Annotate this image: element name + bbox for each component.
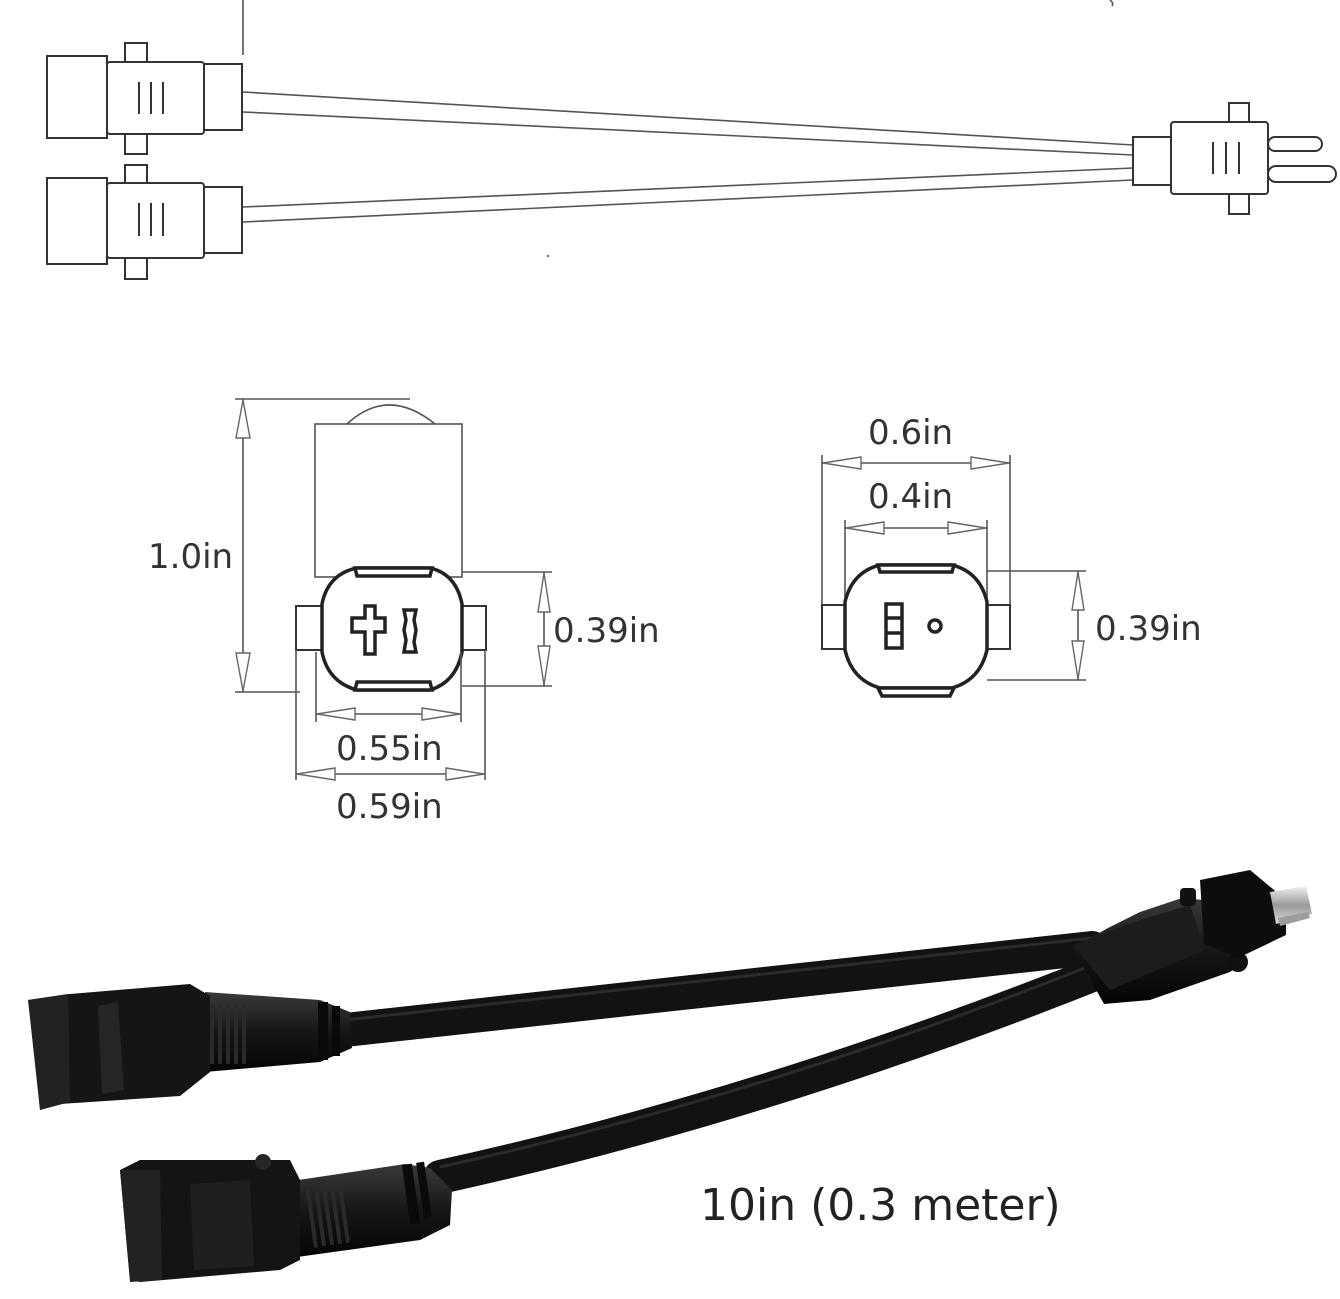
male-face-height-label: 0.39in	[1095, 609, 1202, 649]
female-height-label: 1.0in	[148, 537, 233, 577]
cable	[328, 931, 1109, 1047]
male-outer-width-label: 0.6in	[868, 413, 953, 453]
male-plug	[1073, 870, 1312, 1004]
female-plug	[120, 1154, 452, 1282]
female-inner-width-label: 0.55in	[336, 729, 443, 769]
splitter-wires	[242, 91, 1134, 223]
female-connector-drawing	[46, 164, 243, 280]
male-inner-width-label: 0.4in	[868, 477, 953, 517]
product-photo	[28, 870, 1312, 1282]
cable-length-caption: 10in (0.3 meter)	[700, 1180, 1061, 1231]
female-face-height-label: 0.39in	[553, 611, 660, 651]
female-dimension-drawing: 1.0in 0.39in 0.55in 0.59in	[148, 398, 660, 827]
splitter-line-drawing	[46, 0, 1337, 280]
male-connector-drawing	[1132, 102, 1337, 215]
cable	[423, 953, 1122, 1194]
female-connector-drawing	[46, 42, 243, 155]
dimension-tick	[1109, 0, 1114, 7]
female-outer-width-label: 0.59in	[336, 787, 443, 827]
male-dimension-drawing: 0.6in 0.4in 0.39in	[821, 413, 1202, 698]
female-plug	[28, 984, 352, 1110]
